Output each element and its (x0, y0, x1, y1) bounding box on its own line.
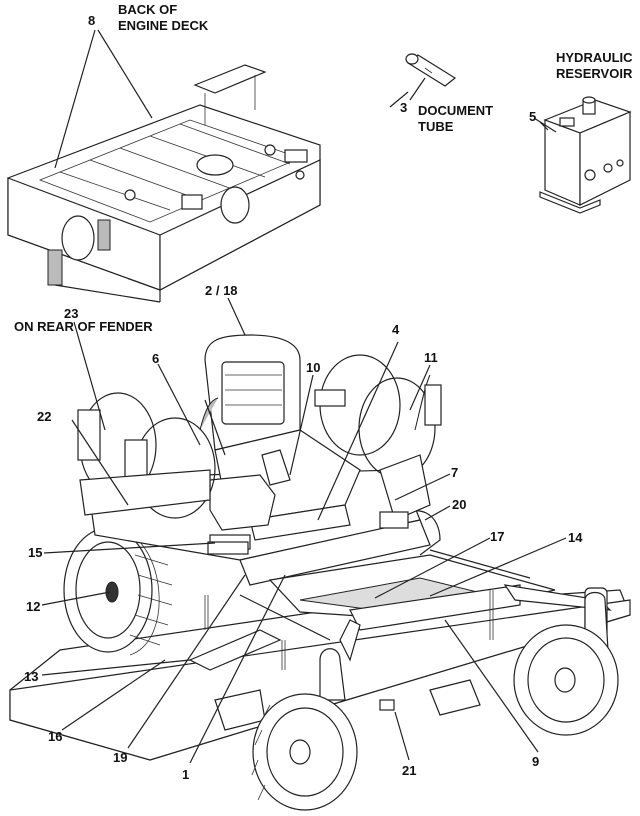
leader-8b (97, 29, 153, 119)
caption-hydraulic-reservoir-line1: HYDRAULIC (556, 50, 633, 65)
caption-rear-fender: ON REAR OF FENDER (14, 319, 153, 334)
caption-engine-deck-line1: BACK OF (118, 2, 178, 17)
caption-hydraulic-reservoir-line2: RESERVOIR (556, 66, 633, 81)
callout-14: 14 (568, 530, 583, 545)
caption-engine-deck: BACK OF ENGINE DECK (118, 2, 208, 34)
callout-11: 11 (424, 350, 438, 365)
caption-document-tube-line2: TUBE (418, 119, 454, 134)
callout-8: 8 (88, 13, 96, 28)
callout-23: 23 (64, 306, 79, 321)
callout-9: 9 (532, 754, 540, 769)
callout-13: 13 (24, 669, 39, 684)
callout-21: 21 (402, 763, 417, 778)
callout-16: 16 (48, 729, 63, 744)
callout-5: 5 (529, 109, 537, 124)
callout-15: 15 (28, 545, 43, 560)
engine-deck-illustration (7, 64, 321, 303)
callout-12: 12 (26, 599, 41, 614)
leader-lines (41, 91, 567, 764)
hydraulic-reservoir-illustration (539, 96, 632, 214)
callout-3: 3 (400, 100, 408, 115)
callout-2-18: 2 / 18 (205, 283, 238, 298)
callout-7: 7 (451, 465, 459, 480)
callout-1: 1 (182, 767, 190, 782)
callout-22: 22 (37, 409, 52, 424)
document-tube-illustration (405, 53, 457, 101)
callout-10: 10 (306, 360, 321, 375)
callout-19: 19 (113, 750, 128, 765)
callout-17: 17 (490, 529, 505, 544)
caption-document-tube-line1: DOCUMENT (418, 103, 494, 118)
caption-hydraulic-reservoir: HYDRAULIC RESERVOIR (556, 50, 633, 82)
caption-engine-deck-line2: ENGINE DECK (118, 18, 209, 33)
leader-8a (54, 29, 96, 169)
callout-4: 4 (392, 322, 400, 337)
caption-document-tube: DOCUMENT TUBE (418, 103, 493, 135)
callout-6: 6 (152, 351, 160, 366)
callout-20: 20 (452, 497, 467, 512)
mower-illustration (9, 334, 631, 811)
